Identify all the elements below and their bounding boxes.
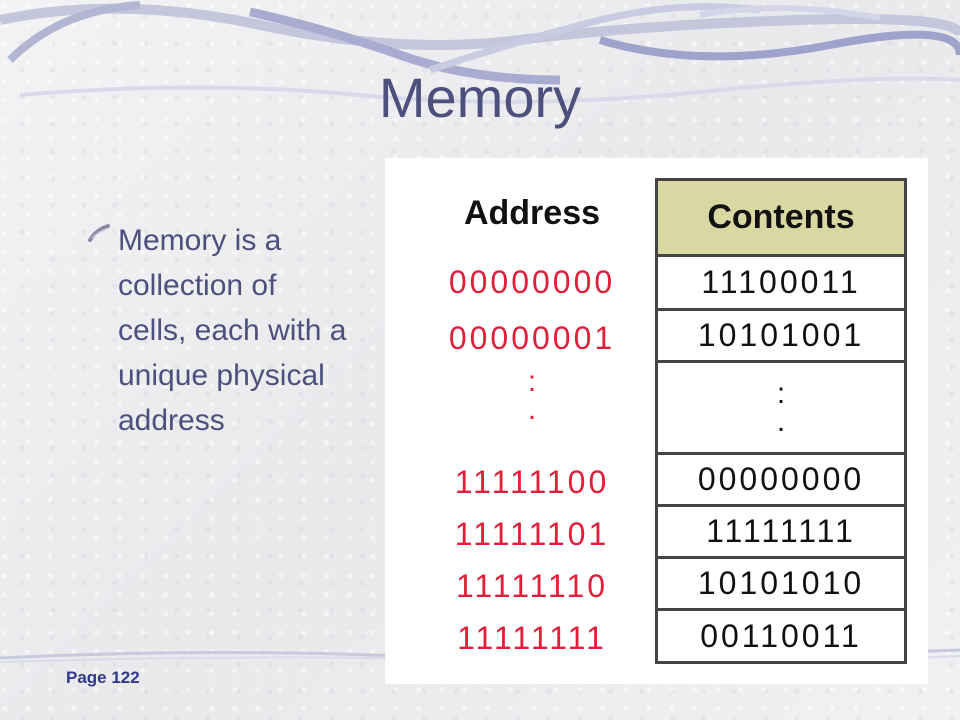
address-row-3: 11111100: [454, 464, 610, 500]
contents-cell-4: 11111111: [658, 507, 904, 559]
contents-cell-3: 00000000: [658, 455, 904, 507]
address-column-header: Address: [463, 194, 601, 232]
address-row-4: 11111101: [454, 516, 610, 552]
address-row-6: 11111111: [457, 620, 607, 656]
page-number: Page 122: [66, 668, 140, 687]
contents-cell-0: 11100011: [658, 257, 904, 311]
contents-cell-6: 00110011: [700, 617, 862, 654]
contents-table: Contents 11100011 10101001 : . 00000000 …: [655, 178, 907, 664]
memory-table-figure: Address 00000000 00000001 : . 11111100 1…: [385, 158, 928, 684]
brush-stroke-bullet-icon: [88, 224, 110, 242]
contents-cell-1: 10101001: [658, 311, 904, 363]
contents-cell-5: 10101010: [658, 559, 904, 611]
bullet-text: Memory is a collection of cells, each wi…: [118, 224, 347, 437]
slide-title: Memory: [378, 66, 582, 129]
contents-column-header: Contents: [658, 181, 904, 257]
decorative-swoosh-header: [0, 1, 960, 104]
address-row-0: 00000000: [448, 264, 616, 300]
address-ellipsis: : .: [527, 365, 537, 426]
contents-ellipsis: : .: [658, 363, 904, 455]
address-row-5: 11111110: [455, 568, 609, 604]
address-row-1: 00000001: [448, 320, 616, 356]
